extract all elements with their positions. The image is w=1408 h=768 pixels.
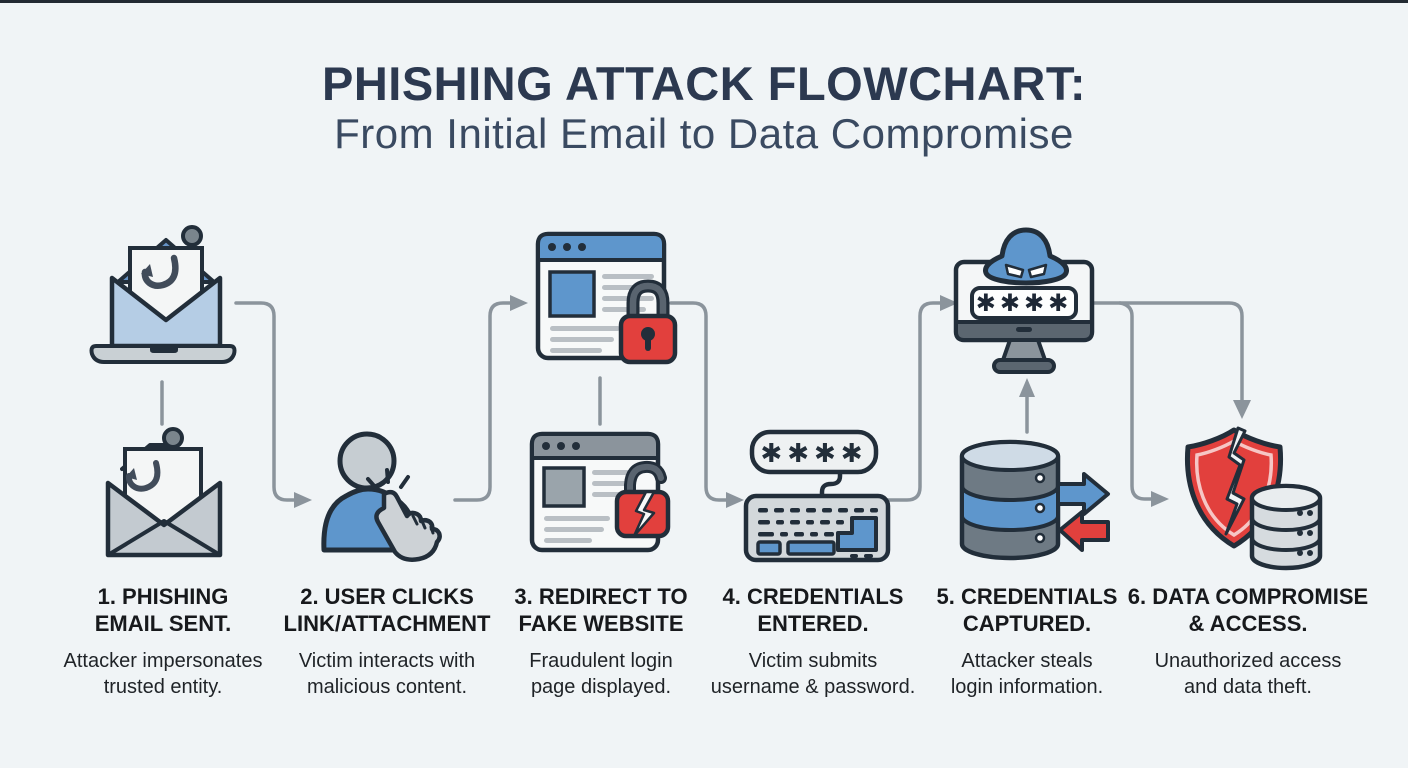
connector-step3-step4 [669, 301, 728, 502]
enter-key [836, 516, 878, 552]
data-in-arrow [1058, 510, 1110, 552]
step-1-desc-line2: trusted entity. [103, 676, 223, 698]
arrowhead-step6-side [1151, 491, 1169, 507]
arrowhead-step3 [510, 295, 528, 311]
connector-step5-step6-side [1118, 301, 1153, 501]
page-title: PHISHING ATTACK FLOWCHART: [321, 57, 1087, 110]
step-6-desc-line2: and data theft. [1184, 676, 1312, 698]
step-1-label: 1. PHISHING EMAIL SENT. Attacker imperso… [38, 583, 288, 700]
step-2-label: 2. USER CLICKS LINK/ATTACHMENT Victim in… [272, 583, 502, 700]
step-3-desc-line2: page displayed. [530, 676, 672, 698]
closed-padlock-icon [618, 279, 678, 365]
fake-website-lock-icon [535, 231, 678, 365]
step-6-label: 6. DATA COMPROMISE & ACCESS. Unauthorize… [1118, 583, 1378, 700]
arrowhead-step6-down [1233, 400, 1251, 419]
connector-step2-step3 [453, 301, 512, 502]
top-border-line [0, 0, 1408, 3]
keyboard-icon [743, 493, 891, 563]
step-5-label: 5. CREDENTIALS CAPTURED. Attacker steals… [912, 583, 1142, 700]
fake-website-broken-lock-icon [529, 431, 671, 553]
step-2-heading-line2: LINK/ATTACHMENT [283, 611, 491, 636]
hacker-hat-icon [983, 227, 1069, 286]
arrowhead-step5 [940, 295, 958, 311]
connector-step4-step5 [876, 301, 942, 502]
connector-step1-step2 [234, 301, 296, 502]
step-1-desc-line1: Attacker impersonates [63, 650, 263, 672]
password-field-mask: ✱✱✱✱ [760, 439, 867, 469]
step-5-desc-line1: Attacker steals [961, 650, 1093, 672]
monitor-password-mask: ✱✱✱✱ [976, 289, 1072, 317]
laptop-phishing-email-icon [89, 225, 237, 364]
credentials-entry-icons: ✱✱✱✱ [743, 429, 891, 563]
step-1-heading-line2: EMAIL SENT. [94, 611, 232, 636]
user-click-icon [321, 431, 442, 562]
page-subtitle: From Initial Email to Data Compromise [334, 110, 1074, 157]
step-4-heading-line1: 4. CREDENTIALS [722, 584, 904, 609]
arrowhead-step4 [726, 492, 744, 508]
arrowhead-step2 [294, 492, 312, 508]
angry-eye-left [1004, 263, 1025, 279]
step-4-label: 4. CREDENTIALS ENTERED. Victim submits u… [698, 583, 928, 700]
data-compromise-icons [1185, 426, 1323, 571]
arrowhead-monitor-up [1019, 378, 1035, 397]
database-icon [1249, 483, 1323, 571]
phishing-envelope-icon [105, 427, 223, 558]
step-1-heading-line1: 1. PHISHING [97, 584, 229, 609]
click-spark-lines [366, 468, 410, 490]
data-out-arrow [1056, 472, 1110, 516]
connector-step5-step6-down [1091, 301, 1244, 402]
database-transfer-icon [959, 439, 1110, 561]
step-3-label: 3. REDIRECT TO FAKE WEBSITE Fraudulent l… [486, 583, 716, 700]
step-5-heading-line2: CAPTURED. [962, 611, 1092, 636]
angry-eye-right [1027, 263, 1048, 279]
step-5-heading-line1: 5. CREDENTIALS [936, 584, 1118, 609]
step-4-desc-line2: username & password. [710, 676, 916, 698]
password-field-icon: ✱✱✱✱ [749, 429, 879, 475]
step-2-heading-line1: 2. USER CLICKS [300, 584, 474, 609]
step-6-desc-line1: Unauthorized access [1154, 650, 1342, 672]
shield-crack [1224, 426, 1247, 536]
step-5-desc-line2: login information. [950, 676, 1104, 698]
step-4-heading-line2: ENTERED. [757, 611, 869, 636]
hacker-monitor-icon: ✱✱✱✱ [953, 227, 1095, 374]
step-4-desc-line1: Victim submits [748, 650, 878, 672]
modifier-key [756, 540, 782, 556]
step-3-desc-line1: Fraudulent login [529, 650, 673, 672]
space-bar-key [786, 540, 836, 556]
step-2-desc-line1: Victim interacts with [298, 650, 476, 672]
step-6-heading-line2: & ACCESS. [1188, 611, 1308, 636]
broken-padlock-icon [614, 460, 671, 539]
step-2-desc-line2: malicious content. [306, 676, 468, 698]
step-3-heading-line2: FAKE WEBSITE [518, 611, 684, 636]
step-3-heading-line1: 3. REDIRECT TO [514, 584, 688, 609]
step-6-heading-line1: 6. DATA COMPROMISE [1127, 584, 1369, 609]
